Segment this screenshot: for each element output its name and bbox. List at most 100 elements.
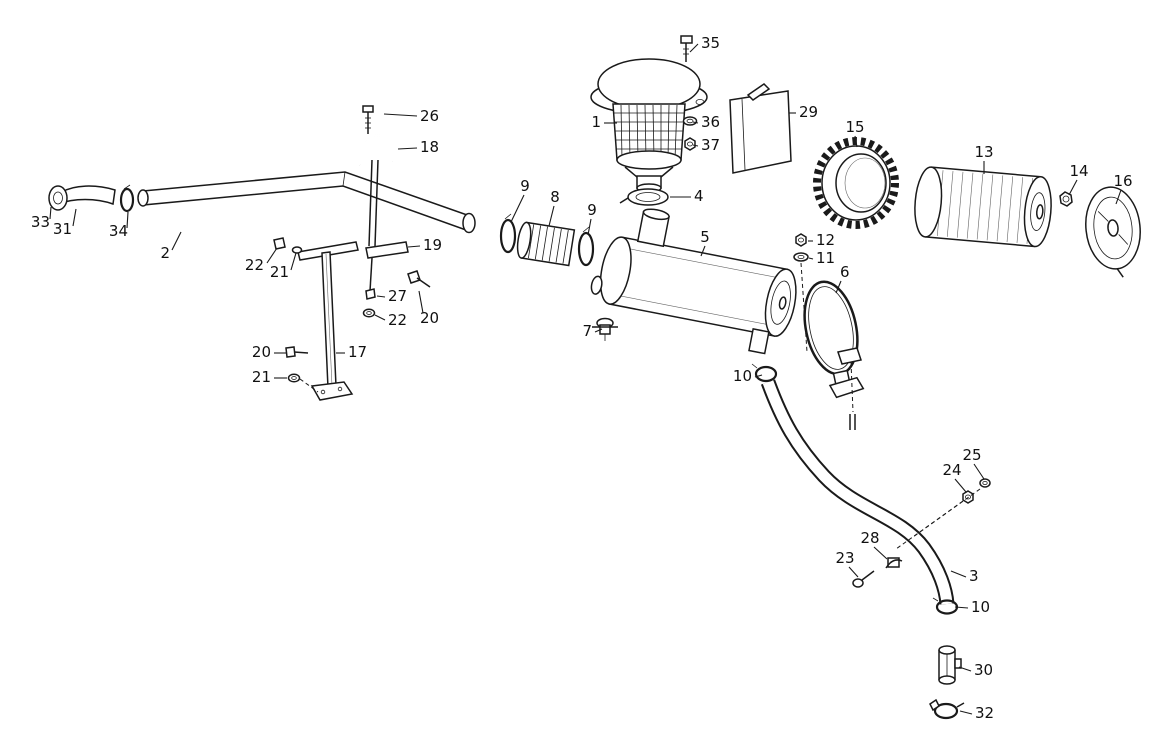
ring-bore — [835, 153, 887, 213]
leader-line-26 — [383, 113, 418, 117]
part-number-33: 33 — [31, 213, 50, 231]
part-13-filter-element — [914, 166, 1052, 248]
part-6-clamp-band — [803, 280, 865, 399]
part-17-support-bracket — [273, 237, 359, 401]
leader-line-9 — [587, 218, 592, 236]
leader-line-9 — [510, 194, 525, 223]
part-16-end-cover — [1085, 186, 1141, 278]
leader-line-30 — [958, 666, 972, 672]
part-number-28: 28 — [860, 529, 879, 547]
part-9-clamp-screw-right — [582, 226, 590, 233]
part-number-8: 8 — [550, 188, 560, 206]
part-number-19: 19 — [423, 236, 442, 254]
part-number-15: 15 — [845, 118, 864, 136]
part-20-bolt-head-left — [285, 346, 296, 358]
part-21-washer-upper — [291, 246, 303, 254]
part-number-36: 36 — [701, 113, 720, 131]
part-18-19-bracket-assembly — [358, 105, 431, 318]
filter-left-end — [914, 166, 943, 238]
leader-line-24 — [954, 478, 967, 493]
part-2-intake-pipe — [137, 171, 476, 234]
leader-line-37 — [692, 144, 699, 147]
part-number-21: 21 — [270, 263, 289, 281]
pipe-left-end — [137, 189, 149, 207]
leader-line-33 — [49, 206, 52, 220]
part-21-washer-lower — [287, 373, 301, 383]
part-number-32: 32 — [975, 704, 994, 722]
part-number-31: 31 — [53, 220, 72, 238]
part-36-washer — [682, 116, 698, 126]
leader-line-14 — [1068, 179, 1078, 196]
leader-line-20 — [418, 290, 424, 314]
part-number-9: 9 — [520, 177, 530, 195]
part-14-nut — [1059, 191, 1073, 207]
leader-line-8 — [548, 205, 555, 227]
leader-line-10 — [954, 606, 969, 609]
band-side-bracket — [837, 347, 862, 365]
band-foot — [828, 376, 865, 399]
part-29-shield — [729, 83, 792, 174]
part-33-flange-bore — [53, 191, 63, 205]
part-5-body — [590, 208, 797, 355]
part-number-12: 12 — [816, 231, 835, 249]
part-number-9: 9 — [587, 201, 597, 219]
pipe-right-end — [462, 212, 476, 234]
leader-line-16 — [1115, 189, 1122, 205]
part-26-bolt-head — [362, 105, 374, 113]
body-outlet-stub — [748, 328, 770, 355]
leader-line-3 — [950, 570, 967, 578]
assembly-dash-line — [299, 378, 319, 393]
clamp-wing — [929, 698, 940, 712]
leader-line-36 — [692, 121, 699, 124]
part-19-bracket-plate — [365, 241, 409, 259]
part-15-toothed-ring — [813, 137, 899, 229]
leader-line-22 — [374, 314, 386, 321]
leader-line-34 — [126, 211, 129, 229]
part-number-20: 20 — [420, 309, 439, 327]
part-12-nut — [795, 233, 807, 247]
precleaner-dome — [597, 58, 701, 110]
part-9-clamp-right — [577, 231, 595, 267]
leader-line-23 — [848, 566, 859, 578]
strap-lower — [369, 257, 373, 292]
part-30-connector — [938, 645, 962, 685]
part-35-bolt — [680, 35, 693, 62]
part-number-13: 13 — [974, 143, 993, 161]
leader-line-11 — [808, 257, 814, 260]
leader-line-25 — [973, 463, 985, 480]
leader-line-10 — [754, 374, 763, 378]
part-number-29: 29 — [799, 103, 818, 121]
rim-bolt-hole — [695, 99, 705, 106]
body-left-cap — [599, 236, 632, 305]
shield-fold-line — [741, 98, 746, 171]
filter-hub — [1035, 204, 1044, 220]
part-37-nut — [684, 137, 696, 151]
leader-line-32 — [959, 710, 973, 715]
leader-line-27 — [376, 295, 386, 298]
part-23-screw — [852, 570, 875, 588]
part-34-clamp — [119, 187, 135, 213]
part-number-10: 10 — [733, 367, 752, 385]
filter-pleats — [936, 170, 1034, 244]
part-32-clamp — [929, 698, 965, 720]
bracket-top-plate — [297, 241, 359, 261]
mesh-grid — [614, 104, 684, 160]
precleaner-collar — [616, 150, 682, 170]
part-number-16: 16 — [1113, 172, 1132, 190]
leader-line-35 — [689, 43, 699, 53]
pipe-bend-seam — [342, 171, 346, 187]
leader-line-6 — [835, 280, 842, 294]
part-7-drain-fitting — [592, 317, 618, 341]
part-number-23: 23 — [835, 549, 854, 567]
part-number-20: 20 — [252, 343, 271, 361]
part-1-precleaner — [590, 58, 708, 193]
body-drain-boss — [590, 275, 603, 295]
part-number-3: 3 — [969, 567, 979, 585]
part-number-1: 1 — [591, 113, 601, 131]
leader-line-19 — [407, 245, 421, 248]
leader-line-21 — [290, 252, 297, 271]
part-9-clamp-left — [499, 218, 517, 254]
part-number-2: 2 — [160, 244, 170, 262]
